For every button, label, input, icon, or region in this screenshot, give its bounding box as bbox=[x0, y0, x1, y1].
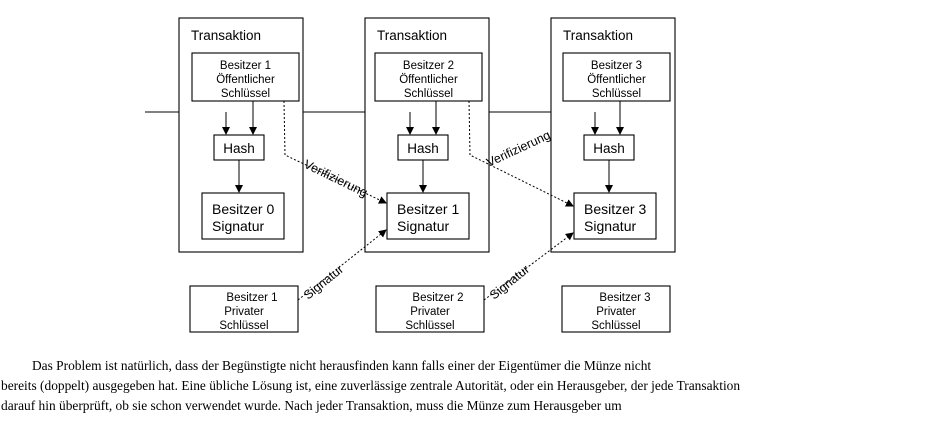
private-key-2-label: Privater bbox=[410, 306, 450, 318]
transaction-3-public-key-box bbox=[562, 52, 671, 102]
transaction-2-public-key-label: Öffentlicher bbox=[399, 74, 458, 86]
transaction-2-signature-owner: Besitzer 1 bbox=[397, 201, 459, 217]
private-key-3: Besitzer 3 Privater Schlüssel bbox=[561, 285, 671, 333]
private-key-3-owner: Besitzer 3 bbox=[599, 292, 650, 304]
transaction-2-signature-box bbox=[386, 192, 470, 240]
private-key-1-label2: Schlüssel bbox=[219, 320, 268, 332]
transaction-1-signature-box bbox=[201, 192, 285, 240]
private-key-3-box bbox=[561, 285, 671, 333]
transaction-2-signature-label: Signatur bbox=[397, 218, 449, 234]
paragraph-line-1: Das Problem ist natürlich, dass der Begü… bbox=[32, 358, 652, 373]
transaction-2-public-key-label2: Schlüssel bbox=[404, 88, 453, 100]
sign-label-1: Signatur bbox=[301, 262, 346, 302]
transaction-3-title: Transaktion bbox=[563, 28, 633, 43]
private-key-2-label2: Schlüssel bbox=[405, 320, 454, 332]
transaction-2-title: Transaktion bbox=[377, 28, 447, 43]
transaction-1-signature-label: Signatur bbox=[212, 218, 264, 234]
private-key-3-label2: Schlüssel bbox=[591, 320, 640, 332]
transaction-2-hash-box bbox=[397, 134, 449, 161]
private-key-1: Besitzer 1 Privater Schlüssel bbox=[189, 285, 299, 333]
transaction-1: Transaktion Besitzer 1 Öffentlicher Schl… bbox=[178, 17, 304, 253]
verify-arrow-1 bbox=[283, 100, 387, 204]
verify-label-2: Verifizierung bbox=[484, 128, 552, 170]
private-key-3-label: Privater bbox=[596, 306, 636, 318]
transaction-3-public-key-owner: Besitzer 3 bbox=[591, 60, 642, 72]
transaction-1-title: Transaktion bbox=[191, 28, 261, 43]
paragraph-line-3: darauf hin überprüft, ob sie schon verwe… bbox=[1, 398, 622, 413]
private-key-1-label: Privater bbox=[224, 306, 264, 318]
transaction-1-signature-owner: Besitzer 0 bbox=[212, 201, 274, 217]
transaction-2-hash-label: Hash bbox=[407, 141, 439, 156]
body-paragraph: Das Problem ist natürlich, dass der Begü… bbox=[0, 356, 931, 416]
transaction-1-hash-box bbox=[213, 134, 265, 161]
transaction-3-signature-label: Signatur bbox=[584, 218, 636, 234]
verify-label-1: Verifizierung bbox=[302, 157, 370, 200]
transaction-3-hash-label: Hash bbox=[593, 141, 625, 156]
transaction-2-public-key-box bbox=[374, 52, 483, 102]
transaction-3: Transaktion Besitzer 3 Öffentlicher Schl… bbox=[550, 17, 676, 253]
paragraph-line-2: bereits (doppelt) ausgegeben hat. Eine ü… bbox=[1, 378, 741, 393]
private-key-1-box bbox=[189, 285, 299, 333]
private-key-1-owner: Besitzer 1 bbox=[226, 292, 277, 304]
transaction-3-signature-box bbox=[573, 192, 657, 240]
transaction-1-public-key-box bbox=[191, 52, 300, 102]
private-key-2-owner: Besitzer 2 bbox=[412, 292, 463, 304]
sign-arrow-1 bbox=[297, 229, 387, 301]
transaction-1-public-key-label: Öffentlicher bbox=[216, 74, 275, 86]
sign-arrow-2 bbox=[483, 232, 574, 301]
private-key-2-box bbox=[375, 285, 485, 333]
private-key-2: Besitzer 2 Privater Schlüssel bbox=[375, 285, 485, 333]
transaction-2-public-key-owner: Besitzer 2 bbox=[403, 60, 454, 72]
transaction-2: Transaktion Besitzer 2 Öffentlicher Schl… bbox=[364, 17, 490, 253]
transaction-3-public-key-label: Öffentlicher bbox=[587, 74, 646, 86]
bitcoin-transaction-chain-diagram: Transaktion Besitzer 1 Öffentlicher Schl… bbox=[145, 17, 676, 333]
transaction-3-public-key-label2: Schlüssel bbox=[592, 88, 641, 100]
sign-label-2: Signatur bbox=[487, 262, 532, 302]
transaction-1-public-key-label2: Schlüssel bbox=[221, 88, 270, 100]
transaction-3-hash-box bbox=[583, 134, 635, 161]
transaction-1-public-key-owner: Besitzer 1 bbox=[220, 60, 271, 72]
transaction-3-signature-owner: Besitzer 3 bbox=[584, 201, 646, 217]
transaction-1-hash-label: Hash bbox=[223, 141, 255, 156]
